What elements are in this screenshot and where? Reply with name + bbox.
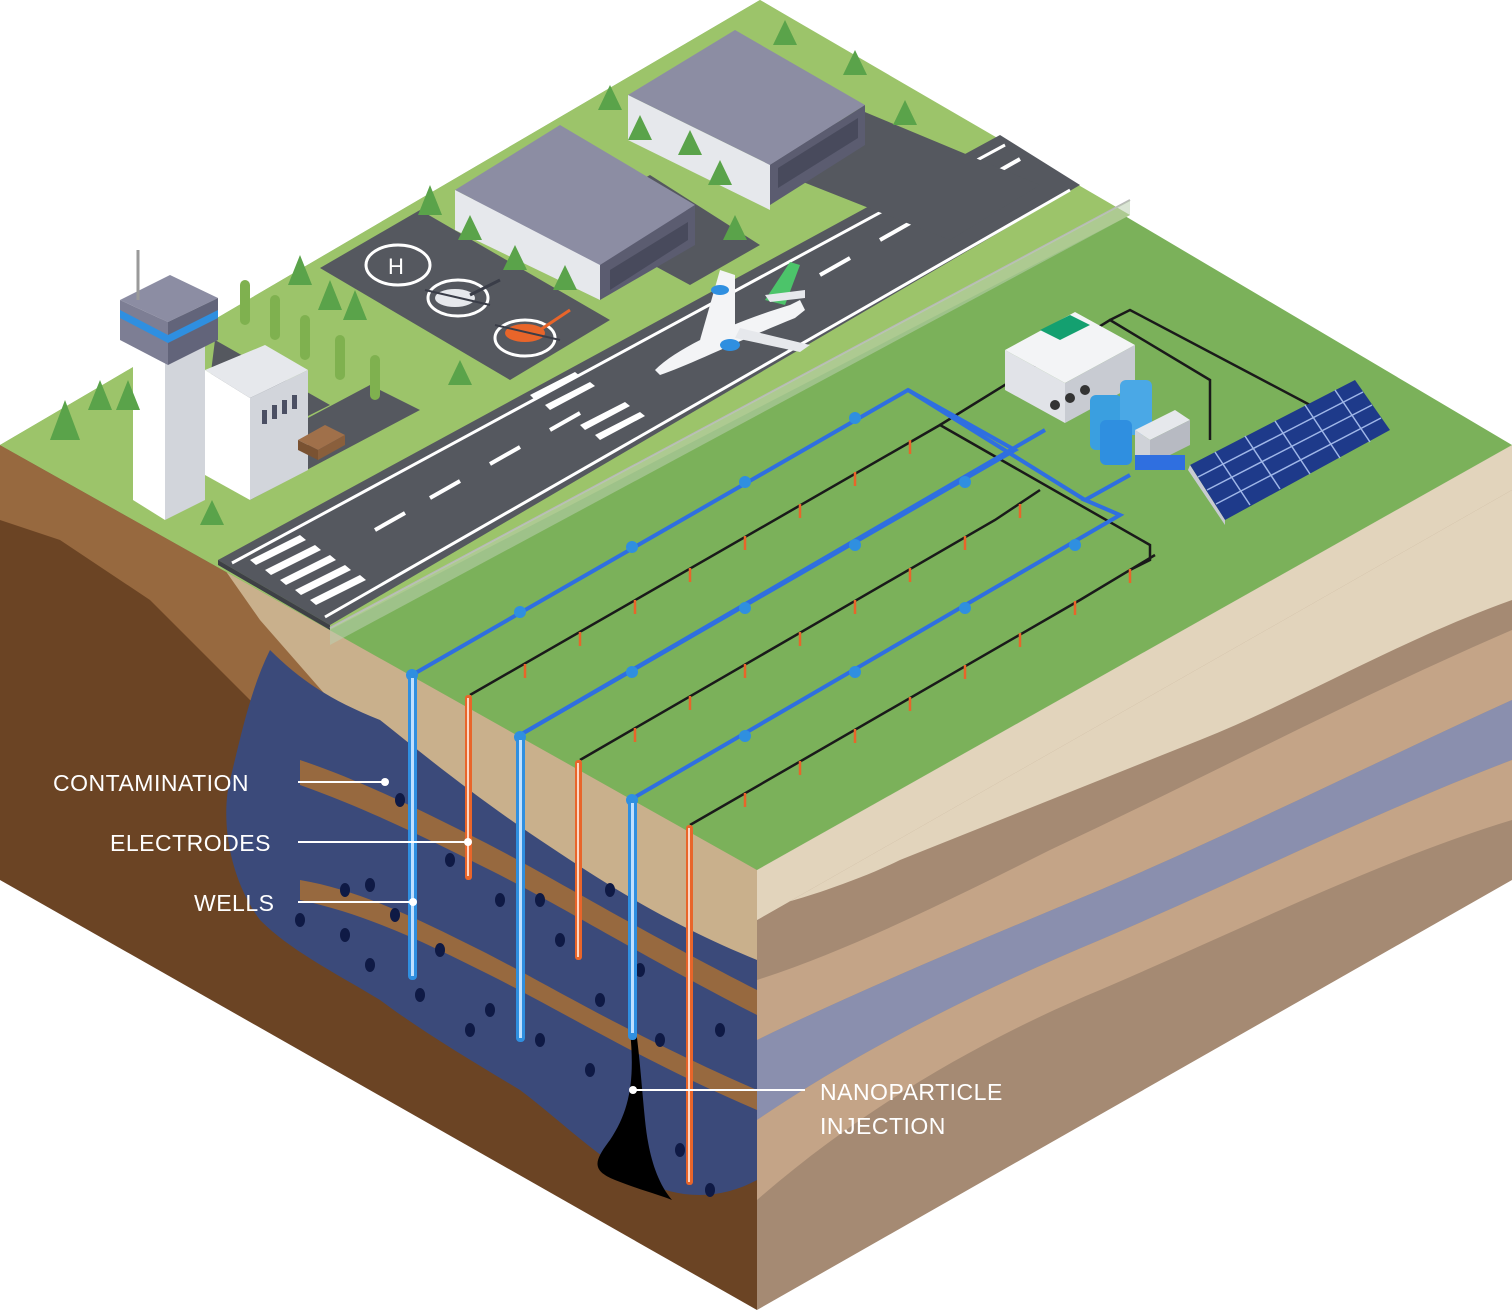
solar-panel (1188, 380, 1390, 525)
callout-electrodes: ELECTRODES (110, 830, 472, 856)
helipad-1: H (364, 243, 432, 287)
well-3-injection (628, 800, 637, 1040)
runway-threshold (250, 372, 645, 605)
airplane (655, 262, 810, 375)
control-tower (120, 250, 218, 520)
electrode-3 (686, 825, 693, 1185)
callout-wells: WELLS (194, 890, 417, 916)
electrodes (465, 695, 693, 1185)
wells-label: WELLS (194, 890, 274, 916)
pipe-network (406, 308, 1311, 839)
helicopter-1 (424, 278, 501, 307)
trees (50, 20, 917, 525)
electrode-2 (575, 760, 582, 960)
callout-contamination: CONTAMINATION (53, 770, 389, 796)
electrodes-label: ELECTRODES (110, 830, 271, 856)
aquifer-layer (757, 700, 1512, 1120)
callout-nanoparticle-injection: NANOPARTICLE INJECTION (629, 1079, 1003, 1139)
right-soil-face (757, 445, 1512, 1310)
generator-trailer (1005, 312, 1135, 423)
electrode-1 (465, 695, 472, 880)
car (298, 425, 345, 460)
runway (218, 135, 1080, 625)
helicopter-2 (494, 308, 571, 342)
contamination-dots (295, 793, 725, 1197)
nanoparticle-label-line1: NANOPARTICLE (820, 1079, 1003, 1105)
contamination-label: CONTAMINATION (53, 770, 249, 796)
water-tanks (1090, 380, 1152, 465)
helipad-h-mark: H (388, 254, 404, 279)
nanoparticle-label-line2: INJECTION (820, 1113, 946, 1139)
well-1 (408, 675, 417, 980)
nanoparticle-injection-plume (597, 1030, 672, 1200)
treatment-unit (1135, 410, 1190, 470)
terminal-building (205, 345, 308, 500)
hangar-1 (455, 125, 695, 300)
well-2 (516, 737, 525, 1042)
